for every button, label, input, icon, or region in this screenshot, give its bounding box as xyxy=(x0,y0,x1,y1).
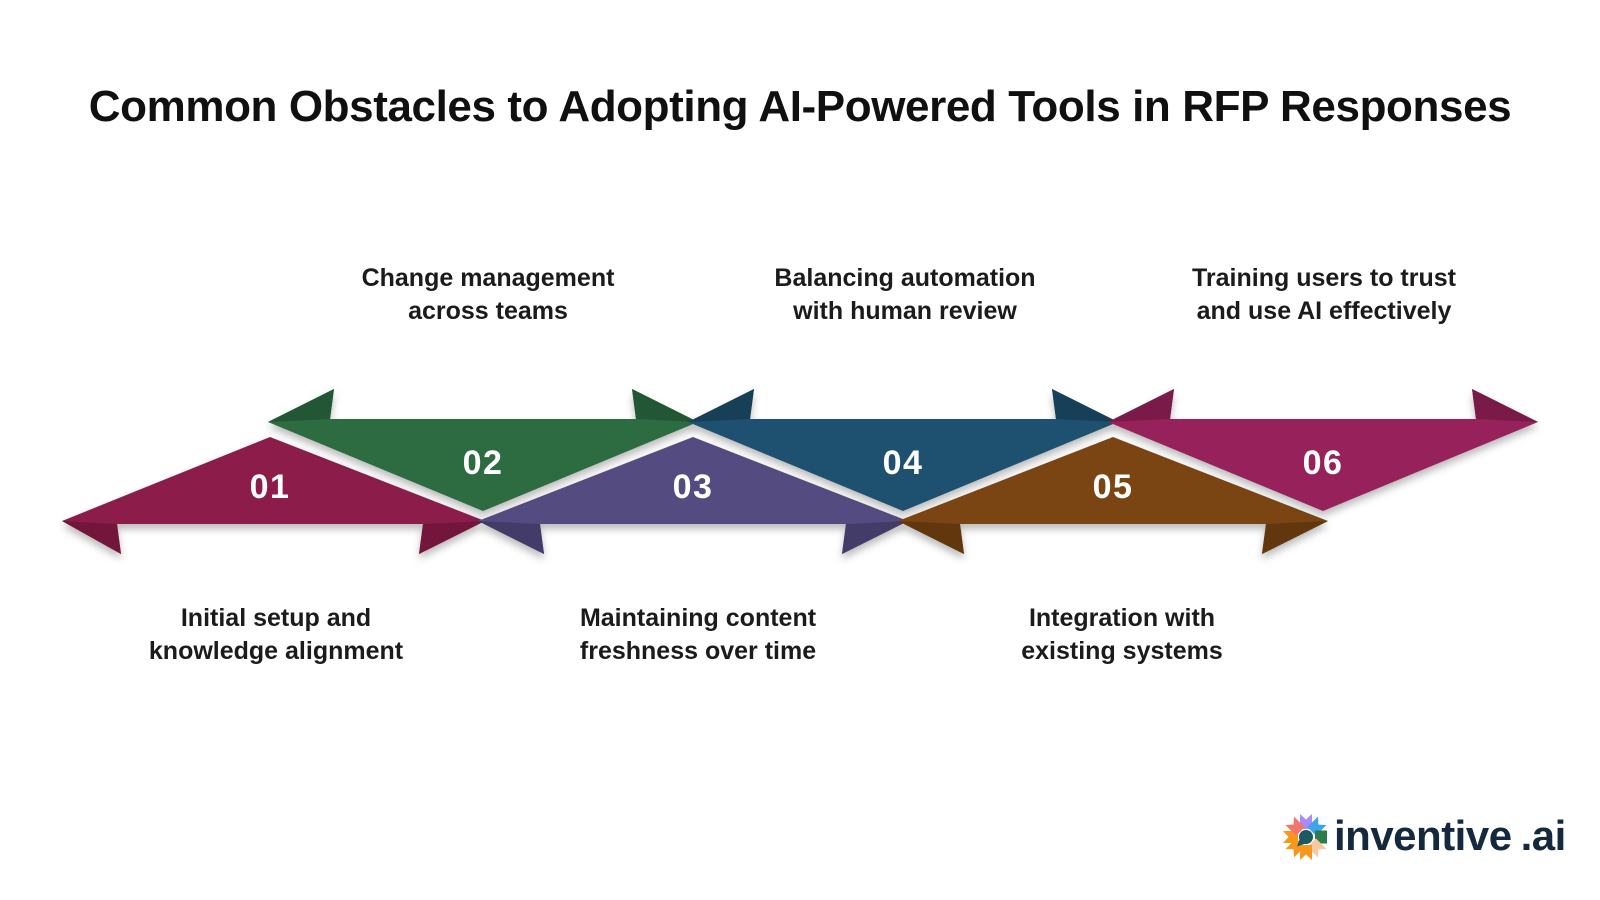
brand-name: inventive xyxy=(1334,812,1512,859)
step-label-04-line2: with human review xyxy=(793,297,1017,325)
inventive-logo-icon xyxy=(1283,814,1327,860)
step-label-01-line1: Initial setup and xyxy=(180,604,372,632)
step-label-03-line1: Maintaining content xyxy=(579,604,817,632)
step-label-05-line2: existing systems xyxy=(1021,637,1223,665)
logo-petal-bottom-right xyxy=(1307,838,1327,858)
arrow-fold-02-left xyxy=(268,389,334,422)
arrow-fold-01-right xyxy=(419,521,485,554)
arrow-fold-03-left xyxy=(478,521,544,554)
arrow-body-02 xyxy=(268,389,698,511)
arrow-fold-04-right xyxy=(1052,389,1118,422)
step-label-01-line2: knowledge alignment xyxy=(148,637,404,665)
page-title: Common Obstacles to Adopting AI-Powered … xyxy=(88,82,1512,131)
logo-petal-top-right xyxy=(1307,816,1327,836)
step-number-02: 02 xyxy=(463,444,504,482)
step-label-02: Change management across teams xyxy=(362,262,615,328)
logo-petal-top xyxy=(1300,814,1312,829)
arrow-fold-02-right xyxy=(632,389,698,422)
arrow-shape-01: 01 xyxy=(62,437,485,554)
step-label-04: Balancing automation with human review xyxy=(774,262,1035,328)
step-label-03-line2: freshness over time xyxy=(579,637,817,665)
step-label-05: Integration with existing systems xyxy=(1021,602,1223,668)
logo-petal-right xyxy=(1315,830,1327,844)
step-label-02-line1: Change management xyxy=(361,264,615,292)
step-label-02-line2: across teams xyxy=(408,297,568,325)
logo-petal-top-left xyxy=(1285,816,1305,836)
arrow-fold-04-left xyxy=(688,389,754,422)
arrow-fold-05-left xyxy=(898,521,964,554)
arrow-shape-04: 04 xyxy=(688,389,1118,511)
logo-center-tail xyxy=(1297,839,1305,847)
arrow-fold-06-right xyxy=(1472,389,1538,422)
arrow-body-01 xyxy=(62,437,485,554)
arrow-fold-03-right xyxy=(842,521,908,554)
brand-logo-text: inventive .ai xyxy=(1334,808,1566,864)
arrow-shape-02: 02 xyxy=(268,389,698,511)
logo-center-dot xyxy=(1299,830,1313,844)
arrow-body-03 xyxy=(478,437,908,554)
step-number-05: 05 xyxy=(1093,468,1134,506)
step-label-06-line1: Training users to trust xyxy=(1192,264,1456,292)
arrow-fold-05-right xyxy=(1262,521,1328,554)
arrow-body-04 xyxy=(688,389,1118,511)
brand-suffix: .ai xyxy=(1520,812,1567,859)
arrow-shape-05: 05 xyxy=(898,437,1328,554)
step-number-06: 06 xyxy=(1303,444,1344,482)
arrow-shape-03: 03 xyxy=(478,437,908,554)
step-label-06-line2: and use AI effectively xyxy=(1196,297,1452,325)
step-label-01: Initial setup and knowledge alignment xyxy=(149,602,403,668)
step-label-03: Maintaining content freshness over time xyxy=(580,602,816,668)
step-number-01: 01 xyxy=(250,468,291,506)
arrow-shape-06: 06 xyxy=(1108,389,1538,511)
logo-petal-bottom xyxy=(1300,845,1312,860)
arrow-fold-01-left xyxy=(62,521,121,554)
step-label-05-line1: Integration with xyxy=(1028,604,1216,632)
arrow-fold-06-left xyxy=(1108,389,1174,422)
brand-logo: inventive .ai xyxy=(1278,808,1566,864)
step-number-03: 03 xyxy=(673,468,714,506)
logo-petal-left xyxy=(1283,831,1298,843)
arrow-body-05 xyxy=(898,437,1328,554)
step-label-06: Training users to trust and use AI effec… xyxy=(1192,262,1456,328)
step-number-04: 04 xyxy=(883,444,924,482)
arrow-body-06 xyxy=(1108,389,1538,511)
step-label-04-line1: Balancing automation xyxy=(774,264,1036,292)
